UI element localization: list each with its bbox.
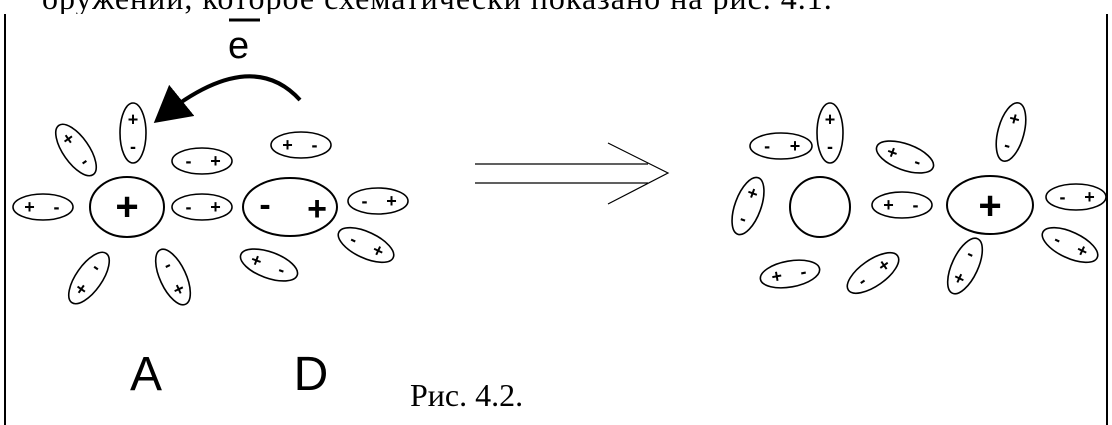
dipole-minus-sign: - [911,151,923,172]
dipole-minus-sign: - [827,137,833,157]
solvent-dipole: -+ [347,187,409,215]
solvent-dipole: +- [119,102,147,164]
dipole-plus-sign: + [282,135,293,155]
dipole-minus-sign: - [854,271,870,291]
solvent-dipole: -+ [749,132,813,160]
acceptor-label: A [130,348,162,401]
dipole-minus-sign: - [1060,187,1066,207]
dipole-plus-sign: + [770,266,784,288]
dipole-minus-sign: - [799,261,808,282]
solvent-dipole: +- [875,140,935,174]
dipole-minus-sign: - [347,229,361,250]
dipole-minus-sign: - [913,195,919,215]
dipole-minus-sign: - [186,151,192,171]
figure-caption: Рис. 4.2. [410,377,524,413]
solvent-dipole: +- [54,123,98,177]
dipole-plus-sign: + [386,191,397,211]
solvent-dipole: +- [995,102,1027,162]
cut-off-text-line: оружении, которое схематически показано … [0,0,1112,14]
solvent-dipole: +- [759,259,821,289]
acceptor-ion-charge: + [115,185,138,229]
dipole-minus-sign: - [130,137,136,157]
solvent-dipole: -+ [171,193,233,221]
solvent-dipole: -+ [154,248,192,306]
solvent-dipole: +- [12,193,74,221]
donor-ion-after [946,175,1034,235]
solvent-dipole: -+ [67,251,111,305]
acceptor-ion-after [789,176,851,238]
dipole-plus-sign: + [883,195,894,215]
dipole-plus-sign: + [950,267,968,290]
dipole-minus-sign: - [89,257,105,277]
dipole-minus-sign: - [76,151,92,171]
cut-off-text: оружении, которое схематически показано … [42,0,833,14]
dipole-plus-sign: + [790,136,801,156]
solvent-dipole: +- [239,248,299,282]
dipole-plus-sign: + [369,239,387,262]
solvent-dipole: -+ [1045,183,1107,211]
dipole-plus-sign: + [170,278,188,301]
dipole-plus-sign: + [24,197,35,217]
solvent-dipole: -+ [337,226,395,264]
solvent-dipole: +- [816,102,844,164]
dipole-minus-sign: - [362,191,368,211]
dipole-plus-sign: + [1084,187,1095,207]
donor-label: D [294,348,329,401]
dipole-plus-sign: + [248,249,265,271]
solvent-dipole: -+ [1041,226,1099,264]
solvent-dipoles: +-+-+--+-++--+-++--+-+-++-+-+-+-+--+-++-… [12,102,1107,306]
solvent-dipole: +- [270,131,332,159]
dipole-plus-sign: + [1007,108,1022,130]
dipole-minus-sign: - [312,135,318,155]
solvent-dipole: -+ [171,147,233,175]
donor-ion [242,177,338,237]
dipole-minus-sign: - [275,259,287,280]
electron-symbol: e [228,25,249,67]
solvent-dipole: -+ [946,237,984,295]
dipole-plus-sign: + [210,197,221,217]
dipole-minus-sign: - [160,254,174,275]
electron-transfer-arrow [153,74,302,124]
dipole-minus-sign: - [737,208,749,229]
dipole-plus-sign: + [744,182,761,204]
donor-ion-minus: - [259,186,270,224]
dipole-minus-sign: - [1051,229,1065,250]
donor-ion-plus: + [307,190,327,228]
dipole-plus-sign: + [884,141,901,163]
dipole-minus-sign: - [1002,135,1013,156]
dipole-minus-sign: - [964,243,978,264]
dipole-plus-sign: + [1073,239,1091,262]
double-arrow-head [607,142,670,205]
solvent-dipole: +- [731,176,765,236]
donor-ion-after-charge: + [978,184,1001,228]
solvent-dipole: -+ [846,251,900,295]
dipole-minus-sign: - [54,197,60,217]
solvent-dipole: +- [871,191,933,219]
dipole-plus-sign: + [210,151,221,171]
dipole-minus-sign: - [186,197,192,217]
acceptor-ion [89,176,165,238]
dipole-plus-sign: + [874,254,894,276]
dipole-minus-sign: - [764,136,770,156]
dipole-plus-sign: + [825,110,836,130]
dipole-plus-sign: + [128,110,139,130]
